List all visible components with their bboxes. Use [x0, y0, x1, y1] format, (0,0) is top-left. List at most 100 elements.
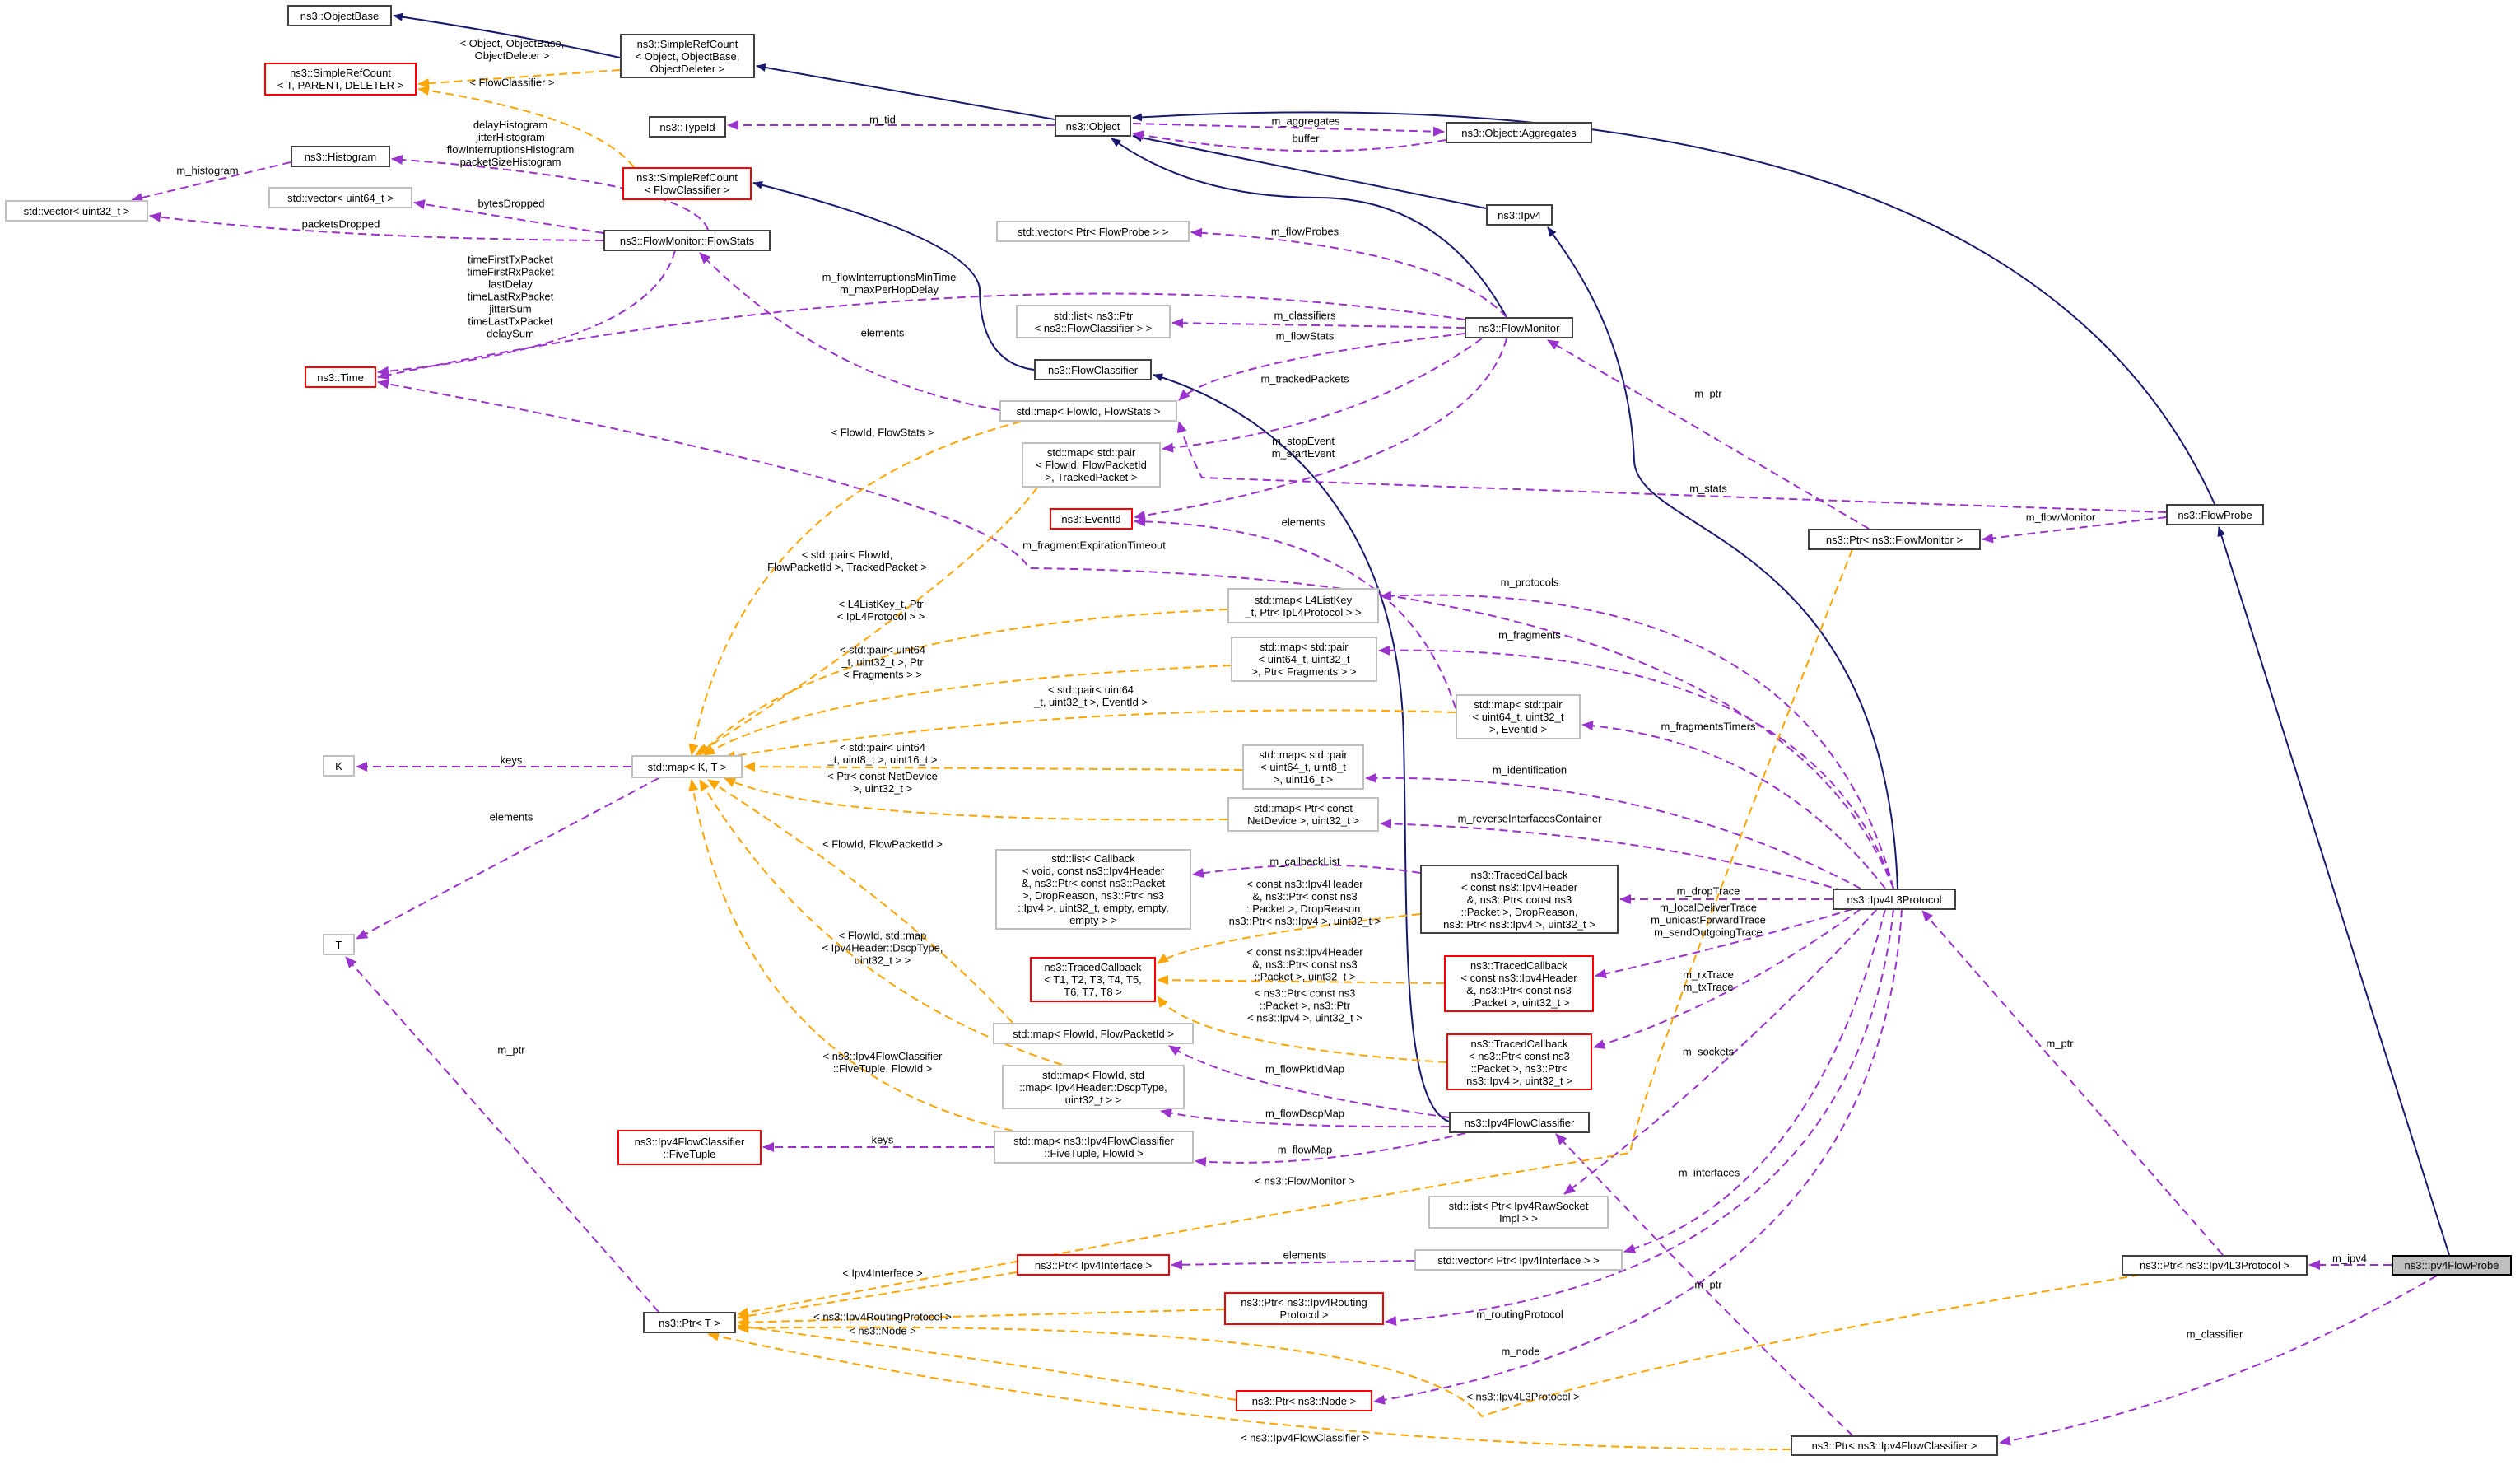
class-node-map-flowstats[interactable]: std::map< FlowId, FlowStats >: [999, 400, 1177, 422]
edge-label: < const ns3::Ipv4Header &, ns3::Ptr< con…: [1228, 878, 1381, 927]
class-node-list-rawsocket[interactable]: std::list< Ptr< Ipv4RawSocket Impl > >: [1428, 1196, 1609, 1229]
edge-label: < ns3::Ptr< const ns3 ::Packet >, ns3::P…: [1247, 987, 1362, 1024]
edge-label: m_flowProbes: [1270, 225, 1339, 238]
class-node-vec-flowprobe[interactable]: std::vector< Ptr< FlowProbe > >: [996, 221, 1190, 242]
template-edge: [703, 665, 1232, 756]
class-node-tc-hdr[interactable]: ns3::TracedCallback < const ns3::Ipv4Hea…: [1444, 955, 1594, 1012]
edge-label: m_trackedPackets: [1260, 372, 1349, 385]
class-node-map-u8[interactable]: std::map< std::pair < uint64_t, uint8_t …: [1242, 744, 1364, 790]
edge-label: m_classifiers: [1274, 309, 1336, 322]
edge-label: < Ipv4Interface >: [842, 1267, 923, 1280]
class-node-vec-iface[interactable]: std::vector< Ptr< Ipv4Interface > >: [1414, 1249, 1623, 1271]
edge-label: m_ptr: [1694, 387, 1722, 400]
class-node-tc-drop[interactable]: ns3::TracedCallback < const ns3::Ipv4Hea…: [1420, 865, 1619, 934]
class-node-typeid[interactable]: ns3::TypeId: [649, 116, 726, 138]
usage-edge: [1921, 910, 2224, 1256]
edge-label: buffer: [1292, 132, 1320, 145]
class-node-flowclassifier[interactable]: ns3::FlowClassifier: [1034, 359, 1152, 380]
class-node-ptr-ipv4l3[interactable]: ns3::Ptr< ns3::Ipv4L3Protocol >: [2122, 1255, 2308, 1276]
class-node-map-dscp[interactable]: std::map< FlowId, std ::map< Ipv4Header:…: [1002, 1065, 1185, 1109]
edge-label: < ns3::Ipv4RoutingProtocol >: [813, 1310, 952, 1323]
class-node-ptr-iface[interactable]: ns3::Ptr< Ipv4Interface >: [1017, 1254, 1170, 1276]
class-node-eventid[interactable]: ns3::EventId: [1050, 508, 1133, 530]
edge-label: m_flowStats: [1275, 329, 1335, 343]
class-node-tc-pkt[interactable]: ns3::TracedCallback < ns3::Ptr< const ns…: [1446, 1033, 1592, 1090]
class-node-src-t[interactable]: ns3::SimpleRefCount < T, PARENT, DELETER…: [264, 63, 417, 96]
class-node-aggregates[interactable]: ns3::Object::Aggregates: [1446, 122, 1592, 143]
edge-label: < std::pair< FlowId, FlowPacketId >, Tra…: [767, 548, 927, 573]
edge-label: m_flowPktIdMap: [1265, 1062, 1345, 1075]
edge-label: m_sockets: [1682, 1045, 1735, 1058]
class-node-ptr-ipv4fc[interactable]: ns3::Ptr< ns3::Ipv4FlowClassifier >: [1791, 1435, 1998, 1456]
usage-edge: [1581, 721, 1886, 889]
class-node-map-eventid[interactable]: std::map< std::pair < uint64_t, uint32_t…: [1456, 694, 1581, 739]
class-node-map-fivetuple[interactable]: std::map< ns3::Ipv4FlowClassifier ::Five…: [994, 1131, 1194, 1164]
class-node-ptr-routing[interactable]: ns3::Ptr< ns3::Ipv4Routing Protocol >: [1224, 1292, 1384, 1325]
usage-edge: [149, 212, 604, 241]
class-node-k[interactable]: K: [323, 755, 355, 777]
class-node-histogram[interactable]: ns3::Histogram: [291, 146, 390, 167]
usage-edge: [1555, 1133, 1853, 1436]
edge-label: m_reverseInterfacesContainer: [1457, 812, 1602, 825]
class-node-list-fc[interactable]: std::list< ns3::Ptr < ns3::FlowClassifie…: [1016, 305, 1171, 338]
template-edge: [417, 86, 635, 168]
usage-edge: [391, 154, 709, 231]
edge-label: < ns3::FlowMonitor >: [1255, 1174, 1355, 1187]
edge-label: m_dropTrace: [1676, 884, 1740, 898]
usage-edge: [1623, 908, 1886, 1253]
usage-edge: [1160, 1108, 1450, 1128]
class-node-ipv4flowclassifier[interactable]: ns3::Ipv4FlowClassifier: [1449, 1112, 1590, 1133]
class-node-vec-u64[interactable]: std::vector< uint64_t >: [268, 187, 412, 208]
template-edge: [1157, 913, 1421, 964]
class-node-list-callback[interactable]: std::list< Callback < void, const ns3::I…: [995, 849, 1191, 930]
class-node-object[interactable]: ns3::Object: [1055, 115, 1131, 137]
usage-edge: [1385, 908, 1894, 1326]
class-node-objectbase[interactable]: ns3::ObjectBase: [287, 5, 392, 26]
inheritance-edge: [1153, 373, 1450, 1122]
edge-label: m_interfaces: [1678, 1166, 1740, 1179]
class-node-map-netdevice[interactable]: std::map< Ptr< const NetDevice >, uint32…: [1227, 797, 1379, 832]
class-node-map-kt[interactable]: std::map< K, T >: [631, 755, 743, 778]
class-node-src-fc[interactable]: ns3::SimpleRefCount < FlowClassifier >: [622, 167, 752, 200]
usage-edge: [1595, 908, 1853, 979]
class-node-flowstats[interactable]: ns3::FlowMonitor::FlowStats: [603, 230, 771, 251]
edge-label: elements: [1281, 516, 1325, 529]
edge-label: < FlowId, FlowStats >: [831, 426, 934, 439]
inheritance-edge: [1132, 133, 1487, 209]
class-node-ptr-node[interactable]: ns3::Ptr< ns3::Node >: [1236, 1390, 1372, 1411]
usage-edge: [1190, 227, 1507, 318]
usage-edge: [1178, 333, 1465, 401]
class-node-ptr-t[interactable]: ns3::Ptr< T >: [643, 1312, 736, 1333]
class-node-map-l4[interactable]: std::map< L4ListKey _t, Ptr< IpL4Protoco…: [1227, 588, 1379, 623]
class-node-ipv4[interactable]: ns3::Ipv4: [1486, 204, 1553, 226]
class-node-ptr-flowmonitor[interactable]: ns3::Ptr< ns3::FlowMonitor >: [1808, 529, 1981, 550]
edge-label: < Object, ObjectBase, ObjectDeleter >: [459, 37, 565, 62]
class-node-fivetuple[interactable]: ns3::Ipv4FlowClassifier ::FiveTuple: [617, 1130, 762, 1165]
inheritance-edge: [1111, 138, 1507, 318]
template-edge: [707, 779, 1013, 1024]
edge-label: packetsDropped: [301, 217, 380, 231]
edge-label: < Ptr< const NetDevice >, uint32_t >: [827, 770, 938, 795]
edge-label: elements: [1283, 1248, 1327, 1262]
class-node-ipv4l3[interactable]: ns3::Ipv4L3Protocol: [1833, 889, 1956, 910]
class-node-flowmonitor[interactable]: ns3::FlowMonitor: [1465, 317, 1573, 338]
edge-label: < std::pair< uint64 _t, uint32_t >, Ptr …: [839, 643, 926, 681]
class-node-t[interactable]: T: [323, 934, 355, 955]
template-edge: [699, 609, 1228, 756]
class-node-map-tracked[interactable]: std::map< std::pair < FlowId, FlowPacket…: [1022, 442, 1161, 488]
edge-label: m_fragmentsTimers: [1661, 720, 1756, 733]
class-node-map-fragments[interactable]: std::map< std::pair < uint64_t, uint32_t…: [1231, 637, 1377, 682]
class-node-vec-u32[interactable]: std::vector< uint32_t >: [5, 200, 148, 222]
class-node-time[interactable]: ns3::Time: [305, 366, 376, 388]
class-node-ipv4flowprobe[interactable]: ns3::Ipv4FlowProbe: [2392, 1255, 2512, 1276]
edge-label: elements: [860, 326, 905, 339]
class-node-src-object[interactable]: ns3::SimpleRefCount < Object, ObjectBase…: [620, 34, 755, 78]
class-node-flowprobe[interactable]: ns3::FlowProbe: [2166, 504, 2264, 525]
class-node-map-pktid[interactable]: std::map< FlowId, FlowPacketId >: [993, 1023, 1194, 1044]
class-node-tc-t[interactable]: ns3::TracedCallback < T1, T2, T3, T4, T5…: [1030, 957, 1156, 1002]
edge-label: < FlowId, std::map < Ipv4Header::DscpTyp…: [822, 929, 943, 967]
usage-edge: [1132, 130, 1446, 152]
template-edge: [724, 777, 1228, 821]
usage-edge: [1547, 339, 1870, 530]
